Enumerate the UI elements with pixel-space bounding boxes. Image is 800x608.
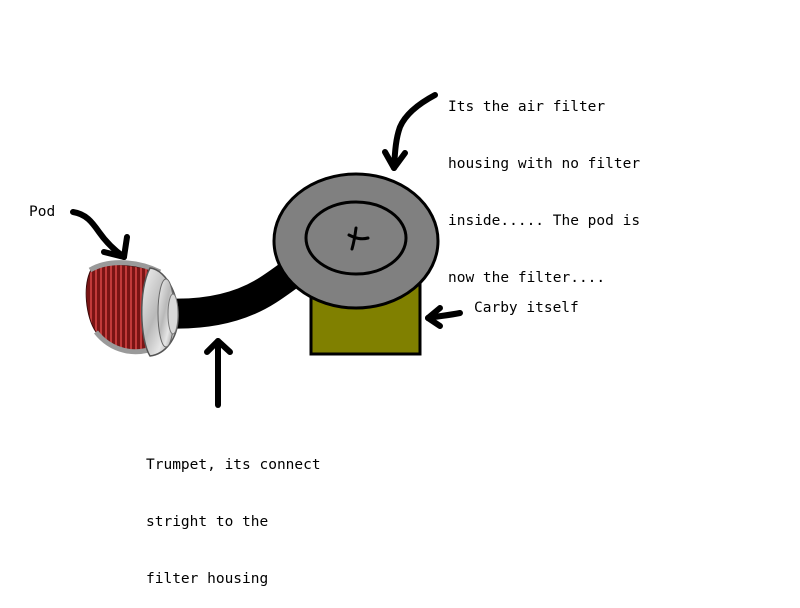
pod-filter [85,260,179,357]
trumpet-label-line: Trumpet, its connect [146,457,321,473]
pod-filter-clamp [167,293,179,335]
filter-housing-inner-ring [304,200,408,276]
housing-label-line: housing with no filter [448,156,641,172]
carby-label: Carby itself [474,300,579,316]
carby-arrow [425,305,463,329]
carburettor-diagram [70,92,463,408]
pod-label: Pod [29,204,56,220]
trumpet-label-line: stright to the [146,514,269,530]
housing-label: Its the air filter housing with no filte… [448,60,640,307]
housing-label-line: Its the air filter [448,99,606,115]
trumpet-label: Trumpet, its connect stright to the filt… [146,418,321,608]
filter-housing-outer [272,172,440,310]
housing-label-line: inside..... The pod is [448,213,641,229]
filter-housing-cross-mark [347,226,370,251]
housing-arrow [382,92,438,171]
trumpet-arrow [204,338,233,408]
pod-arrow [70,209,130,260]
housing-label-line: now the filter.... [448,270,606,286]
trumpet-label-line: filter housing [146,571,269,587]
